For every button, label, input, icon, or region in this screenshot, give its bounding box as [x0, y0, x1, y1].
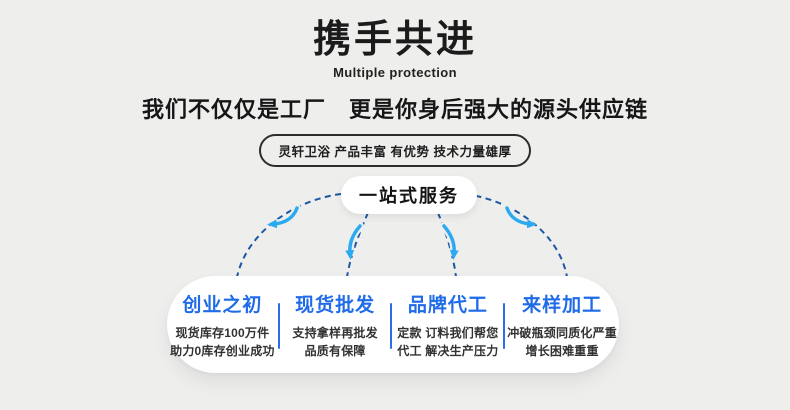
vertical-divider: [277, 302, 280, 349]
dashed-arc-3: [433, 202, 457, 278]
feature-card-sample: 来样加工 冲破瓶颈同质化严重 增长困难重重: [505, 290, 619, 360]
feature-line: 增长困难重重: [525, 343, 599, 358]
tagline: 我们不仅仅是工厂 更是你身后强大的源头供应链: [141, 96, 648, 122]
curved-arrow-icon: [442, 224, 459, 260]
feature-line: 助力0库存创业成功: [170, 343, 275, 358]
vertical-divider: [503, 302, 506, 349]
feature-line: 定款 订料我们帮您: [397, 325, 499, 340]
dashed-arc-1: [236, 193, 342, 278]
feature-title: 创业之初: [182, 294, 263, 316]
dashed-arc-2: [346, 202, 373, 278]
dashed-arc-4: [464, 193, 568, 278]
page-title: 携手共进: [312, 19, 477, 61]
feature-card-wholesale: 现货批发 支持拿样再批发 品质有保障: [280, 290, 391, 360]
curved-arrow-icon: [267, 206, 299, 229]
feature-line: 支持拿样再批发: [292, 325, 378, 340]
brand-badge: 灵轩卫浴 产品丰富 有优势 技术力量雄厚: [258, 133, 532, 167]
header-block: 携手共进 Multiple protection 我们不仅仅是工厂 更是你身后强…: [0, 0, 790, 167]
feature-title: 现货批发: [295, 294, 376, 316]
feature-line: 代工 解决生产压力: [397, 343, 499, 358]
vertical-divider: [390, 302, 393, 349]
feature-title: 品牌代工: [407, 294, 488, 316]
feature-card-oem: 品牌代工 定款 订料我们帮您 代工 解决生产压力: [392, 290, 503, 360]
features-panel: 创业之初 现货库存100万件 助力0库存创业成功 现货批发 支持拿样再批发 品质…: [167, 276, 619, 373]
feature-title: 来样加工: [522, 294, 603, 316]
feature-line: 冲破瓶颈同质化严重: [507, 325, 618, 340]
feature-line: 品质有保障: [304, 343, 366, 358]
feature-line: 现货库存100万件: [175, 325, 270, 340]
curved-arrow-icon: [345, 224, 362, 260]
service-hub-pill: 一站式服务: [341, 176, 477, 214]
curved-arrow-icon: [505, 206, 537, 229]
page-subtitle: Multiple protection: [333, 64, 457, 80]
feature-card-startup: 创业之初 现货库存100万件 助力0库存创业成功: [167, 290, 278, 360]
